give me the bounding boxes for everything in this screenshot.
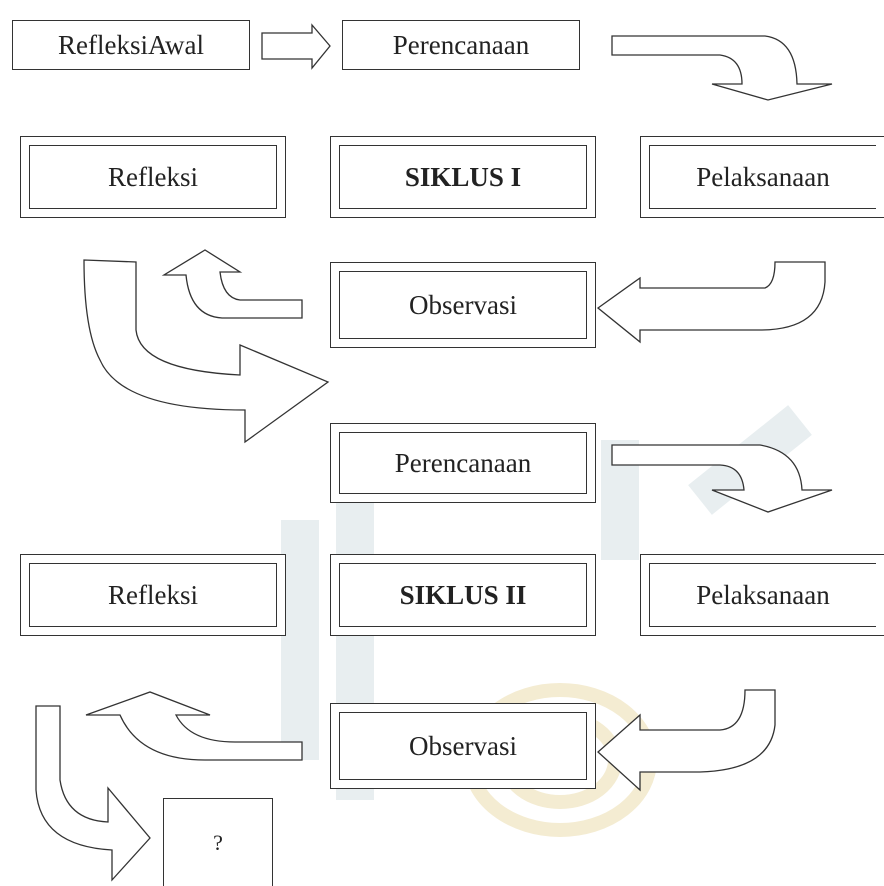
arrow-right-small — [261, 23, 331, 70]
label-perencanaan-2: Perencanaan — [394, 447, 532, 478]
box-refleksi-2: Refleksi — [20, 554, 286, 636]
box-refleksi-1: Refleksi — [20, 136, 286, 218]
label-perencanaan-1: Perencanaan — [392, 29, 530, 60]
curved-arrow-down-left-1 — [596, 261, 826, 344]
box-siklus-2: SIKLUS II — [330, 554, 596, 636]
label-observasi-2: Observasi — [409, 730, 517, 761]
curved-arrow-down-left-2 — [597, 689, 776, 792]
box-perencanaan-2: Perencanaan — [330, 423, 596, 503]
curved-arrow-down-right-2 — [611, 444, 833, 513]
label-refleksi-1: Refleksi — [108, 161, 198, 192]
curved-arrow-end — [35, 705, 151, 882]
label-siklus-1: SIKLUS I — [404, 161, 522, 192]
label-siklus-2: SIKLUS II — [399, 579, 527, 610]
box-siklus-1: SIKLUS I — [330, 136, 596, 218]
box-observasi-2: Observasi — [330, 703, 596, 789]
box-perencanaan-1: Perencanaan — [342, 20, 580, 70]
label-refleksi-2: Refleksi — [108, 579, 198, 610]
label-observasi-1: Observasi — [409, 289, 517, 320]
label-pelaksanaan-1: Pelaksanaan — [696, 161, 830, 192]
curved-arrow-big-right — [83, 259, 330, 444]
curved-arrow-down-right-1 — [611, 35, 833, 101]
box-pelaksanaan-1: Pelaksanaan — [640, 136, 884, 218]
label-unknown-end: ? — [213, 829, 223, 855]
box-pelaksanaan-2: Pelaksanaan — [640, 554, 884, 636]
label-refleksi-awal: RefleksiAwal — [58, 29, 204, 60]
box-unknown-end: ? — [163, 798, 273, 886]
box-observasi-1: Observasi — [330, 262, 596, 348]
box-refleksi-awal: RefleksiAwal — [12, 20, 250, 70]
curved-arrow-up-left-2 — [85, 691, 303, 761]
curved-arrow-up-left-1 — [161, 249, 303, 319]
label-pelaksanaan-2: Pelaksanaan — [696, 579, 830, 610]
